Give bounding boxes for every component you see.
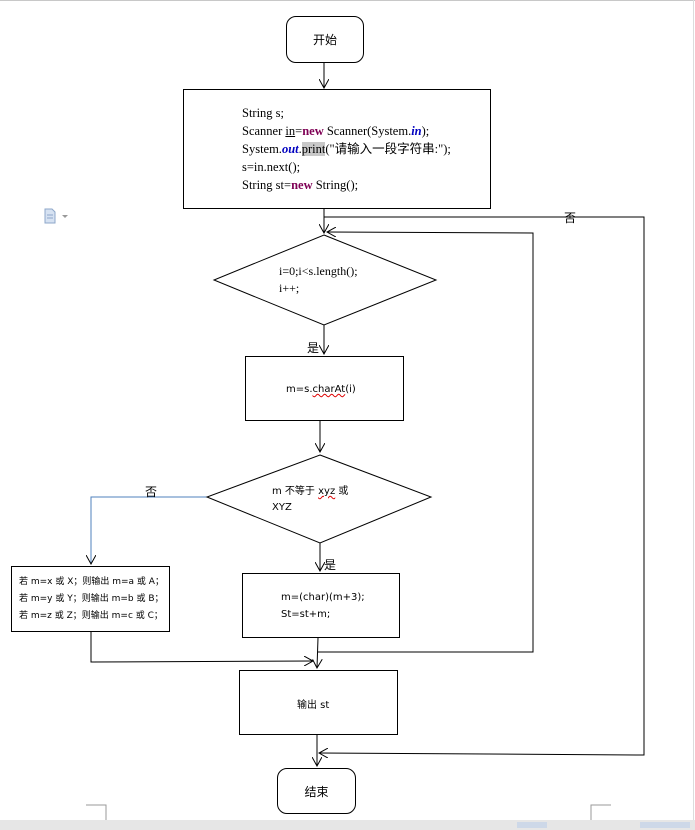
end-node: 结束 <box>277 768 356 814</box>
loop-decision-text: i=0;i<s.length(); i++; <box>279 263 358 297</box>
output-text: 输出 st <box>297 700 330 711</box>
check-decision-line-2: XYZ <box>272 502 292 513</box>
special-case-line-3: 若 m=z 或 Z；则输出 m=c 或 C； <box>19 611 163 621</box>
loop-yes-label: 是 <box>307 341 320 355</box>
arrow-check-no <box>91 496 207 564</box>
strip-segment <box>517 822 547 828</box>
init-line-5: String st=new String(); <box>242 178 359 192</box>
init-code: String s; Scanner in=new Scanner(System.… <box>242 104 451 194</box>
special-case-line-2: 若 m=y 或 Y；则输出 m=b 或 B； <box>19 594 164 604</box>
check-decision-shape <box>205 454 433 544</box>
loop-no-label: 否 <box>564 211 577 225</box>
special-case-block: 若 m=x 或 X；则输出 m=a 或 A； 若 m=y 或 Y；则输出 m=b… <box>11 566 170 632</box>
page-right-rule <box>693 0 694 820</box>
check-decision-text: m 不等于 xyz 或 XYZ <box>272 484 348 516</box>
check-yes-label: 是 <box>324 558 337 572</box>
shift-line-1: m=(char)(m+3); <box>281 592 365 603</box>
init-block: String s; Scanner in=new Scanner(System.… <box>183 89 491 209</box>
check-no-label: 否 <box>145 485 158 499</box>
special-case-text: 若 m=x 或 X；则输出 m=a 或 A； 若 m=y 或 Y；则输出 m=b… <box>19 574 164 625</box>
assign-char-block: m=s.charAt(i) <box>245 356 404 421</box>
special-case-line-1: 若 m=x 或 X；则输出 m=a 或 A； <box>19 577 164 587</box>
crop-mark-left <box>86 804 107 820</box>
shift-text: m=(char)(m+3); St=st+m; <box>281 589 365 623</box>
end-label: 结束 <box>304 784 329 799</box>
init-line-3: System.out.print("请输入一段字符串:"); <box>242 142 451 156</box>
assign-char-text: m=s.charAt(i) <box>286 384 356 395</box>
page-top-rule <box>0 0 695 1</box>
strip-segment <box>640 822 690 828</box>
init-line-2: Scanner in=new Scanner(System.in); <box>242 124 430 138</box>
start-node: 开始 <box>286 16 364 63</box>
document-icon <box>44 208 68 224</box>
bottom-status-strip <box>0 820 695 830</box>
arrow-loop-back <box>318 232 534 653</box>
start-label: 开始 <box>312 33 337 47</box>
loop-decision-shape <box>212 234 438 326</box>
init-line-4: s=in.next(); <box>242 160 301 174</box>
crop-mark-right <box>590 804 611 820</box>
shift-block: m=(char)(m+3); St=st+m; <box>242 573 400 638</box>
loop-decision-line-1: i=0;i<s.length(); <box>279 264 358 278</box>
arrow-loop-exit <box>319 216 645 755</box>
init-line-1: String s; <box>242 106 285 120</box>
arrow-special-to-merge <box>90 632 313 662</box>
arrow-shift-to-output <box>317 637 318 668</box>
loop-decision-line-2: i++; <box>279 281 300 295</box>
check-decision-line-1: m 不等于 xyz 或 <box>272 486 349 497</box>
output-block: 输出 st <box>239 670 398 735</box>
shift-line-2: St=st+m; <box>281 609 331 620</box>
